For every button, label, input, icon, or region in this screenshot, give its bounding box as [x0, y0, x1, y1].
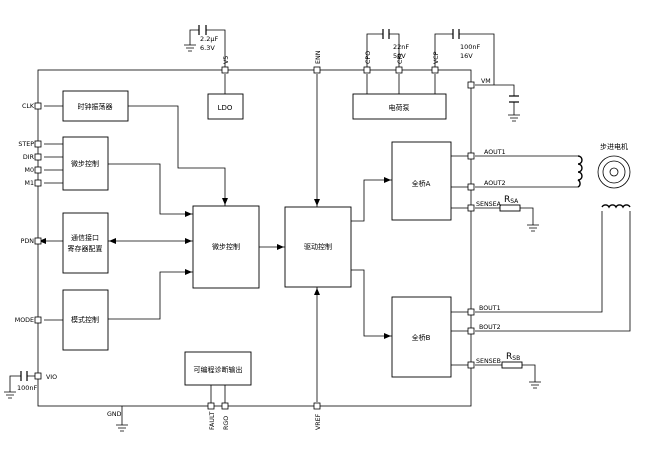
pin-bout1-label: BOUT1	[479, 305, 501, 312]
pin-aout2-label: AOUT2	[484, 180, 506, 187]
pin-mode-label: MODE	[15, 317, 34, 324]
microstep-left-label: 微步控制	[71, 159, 99, 168]
cap-vcp-value: 100nF	[460, 43, 481, 51]
microstep-control-center-block	[192, 205, 260, 289]
cap-vio-value: 100nF	[17, 384, 38, 392]
motor-coil-b	[601, 204, 631, 209]
pin-cpi-label: CPI	[397, 54, 404, 64]
ground-symbols	[4, 44, 541, 432]
stepper-motor	[575, 155, 631, 209]
pin-step-label: STEP	[18, 141, 34, 148]
diag-output-block	[184, 351, 252, 386]
pin-dir-label: DIR	[23, 154, 35, 161]
drive-control-label: 驱动控制	[304, 242, 332, 251]
oscillator-block	[62, 90, 129, 122]
pin-enn-label: ENN	[315, 50, 322, 64]
cap-v5-voltage: 6.3V	[200, 44, 215, 52]
bridge-b-block	[391, 296, 452, 378]
pin-senseb-label: SENSEB	[476, 358, 501, 365]
drive-control-block	[284, 206, 352, 288]
mode-control-label: 模式控制	[71, 315, 99, 324]
pin-bout2-label: BOUT2	[479, 324, 501, 331]
sense-resistor-b	[501, 361, 523, 369]
pin-vref-label: VREF	[315, 413, 322, 430]
charge-pump-label: 电荷泵	[389, 103, 410, 112]
pin-cpo-label: CPO	[365, 51, 372, 64]
microstep-center-label: 微步控制	[212, 242, 240, 251]
oscillator-label: 时钟振荡器	[78, 102, 113, 111]
motor-label: 步进电机	[600, 142, 628, 151]
ldo-block	[207, 93, 244, 120]
pin-rgo-label: RGO	[223, 416, 230, 430]
pin-vio-label: VIO	[46, 374, 57, 381]
resistor-a-label: RSA	[504, 195, 519, 205]
cap-cp-value: 22nF	[393, 43, 409, 51]
pin-m0-label: M0	[25, 167, 34, 174]
pin-gnd-label: GND	[107, 411, 122, 418]
diag-output-label: 可编程诊断输出	[194, 365, 243, 374]
pin-v5-label: V5	[223, 56, 230, 64]
motor-coil-a	[575, 155, 583, 188]
bridge-a-label: 全桥A	[412, 179, 431, 188]
wires	[9, 29, 631, 425]
comm-register-block	[62, 212, 109, 274]
resistor-b-label: RSB	[506, 352, 520, 362]
comm-register-label-line2: 寄存器配置	[68, 244, 103, 253]
bridge-b-label: 全桥B	[412, 333, 431, 342]
cap-cp-voltage: 50V	[393, 52, 406, 60]
capacitors	[20, 25, 519, 381]
pin-vm-label: VM	[481, 78, 491, 85]
pin-m1-label: M1	[25, 180, 34, 187]
cap-v5-value: 2.2μF	[200, 35, 218, 43]
pin-markers	[34, 66, 475, 410]
charge-pump-block	[352, 93, 447, 120]
microstep-control-left-block	[62, 136, 109, 191]
pin-aout1-label: AOUT1	[484, 149, 506, 156]
pin-vcp-label: VCP	[433, 51, 440, 64]
mode-control-block	[62, 289, 109, 351]
arrows	[39, 177, 391, 339]
pin-pdn-label: PDN	[21, 238, 35, 245]
pin-fault-label: FAULT	[209, 411, 216, 430]
comm-register-label-line1: 通信接口	[71, 233, 99, 242]
sense-resistor-a	[499, 204, 521, 212]
bridge-a-block	[391, 141, 452, 221]
pin-sensea-label: SENSEA	[476, 201, 502, 208]
cap-vcp-voltage: 16V	[460, 52, 473, 60]
ldo-label: LDO	[218, 104, 233, 112]
pin-clk-label: CLK	[22, 103, 35, 110]
